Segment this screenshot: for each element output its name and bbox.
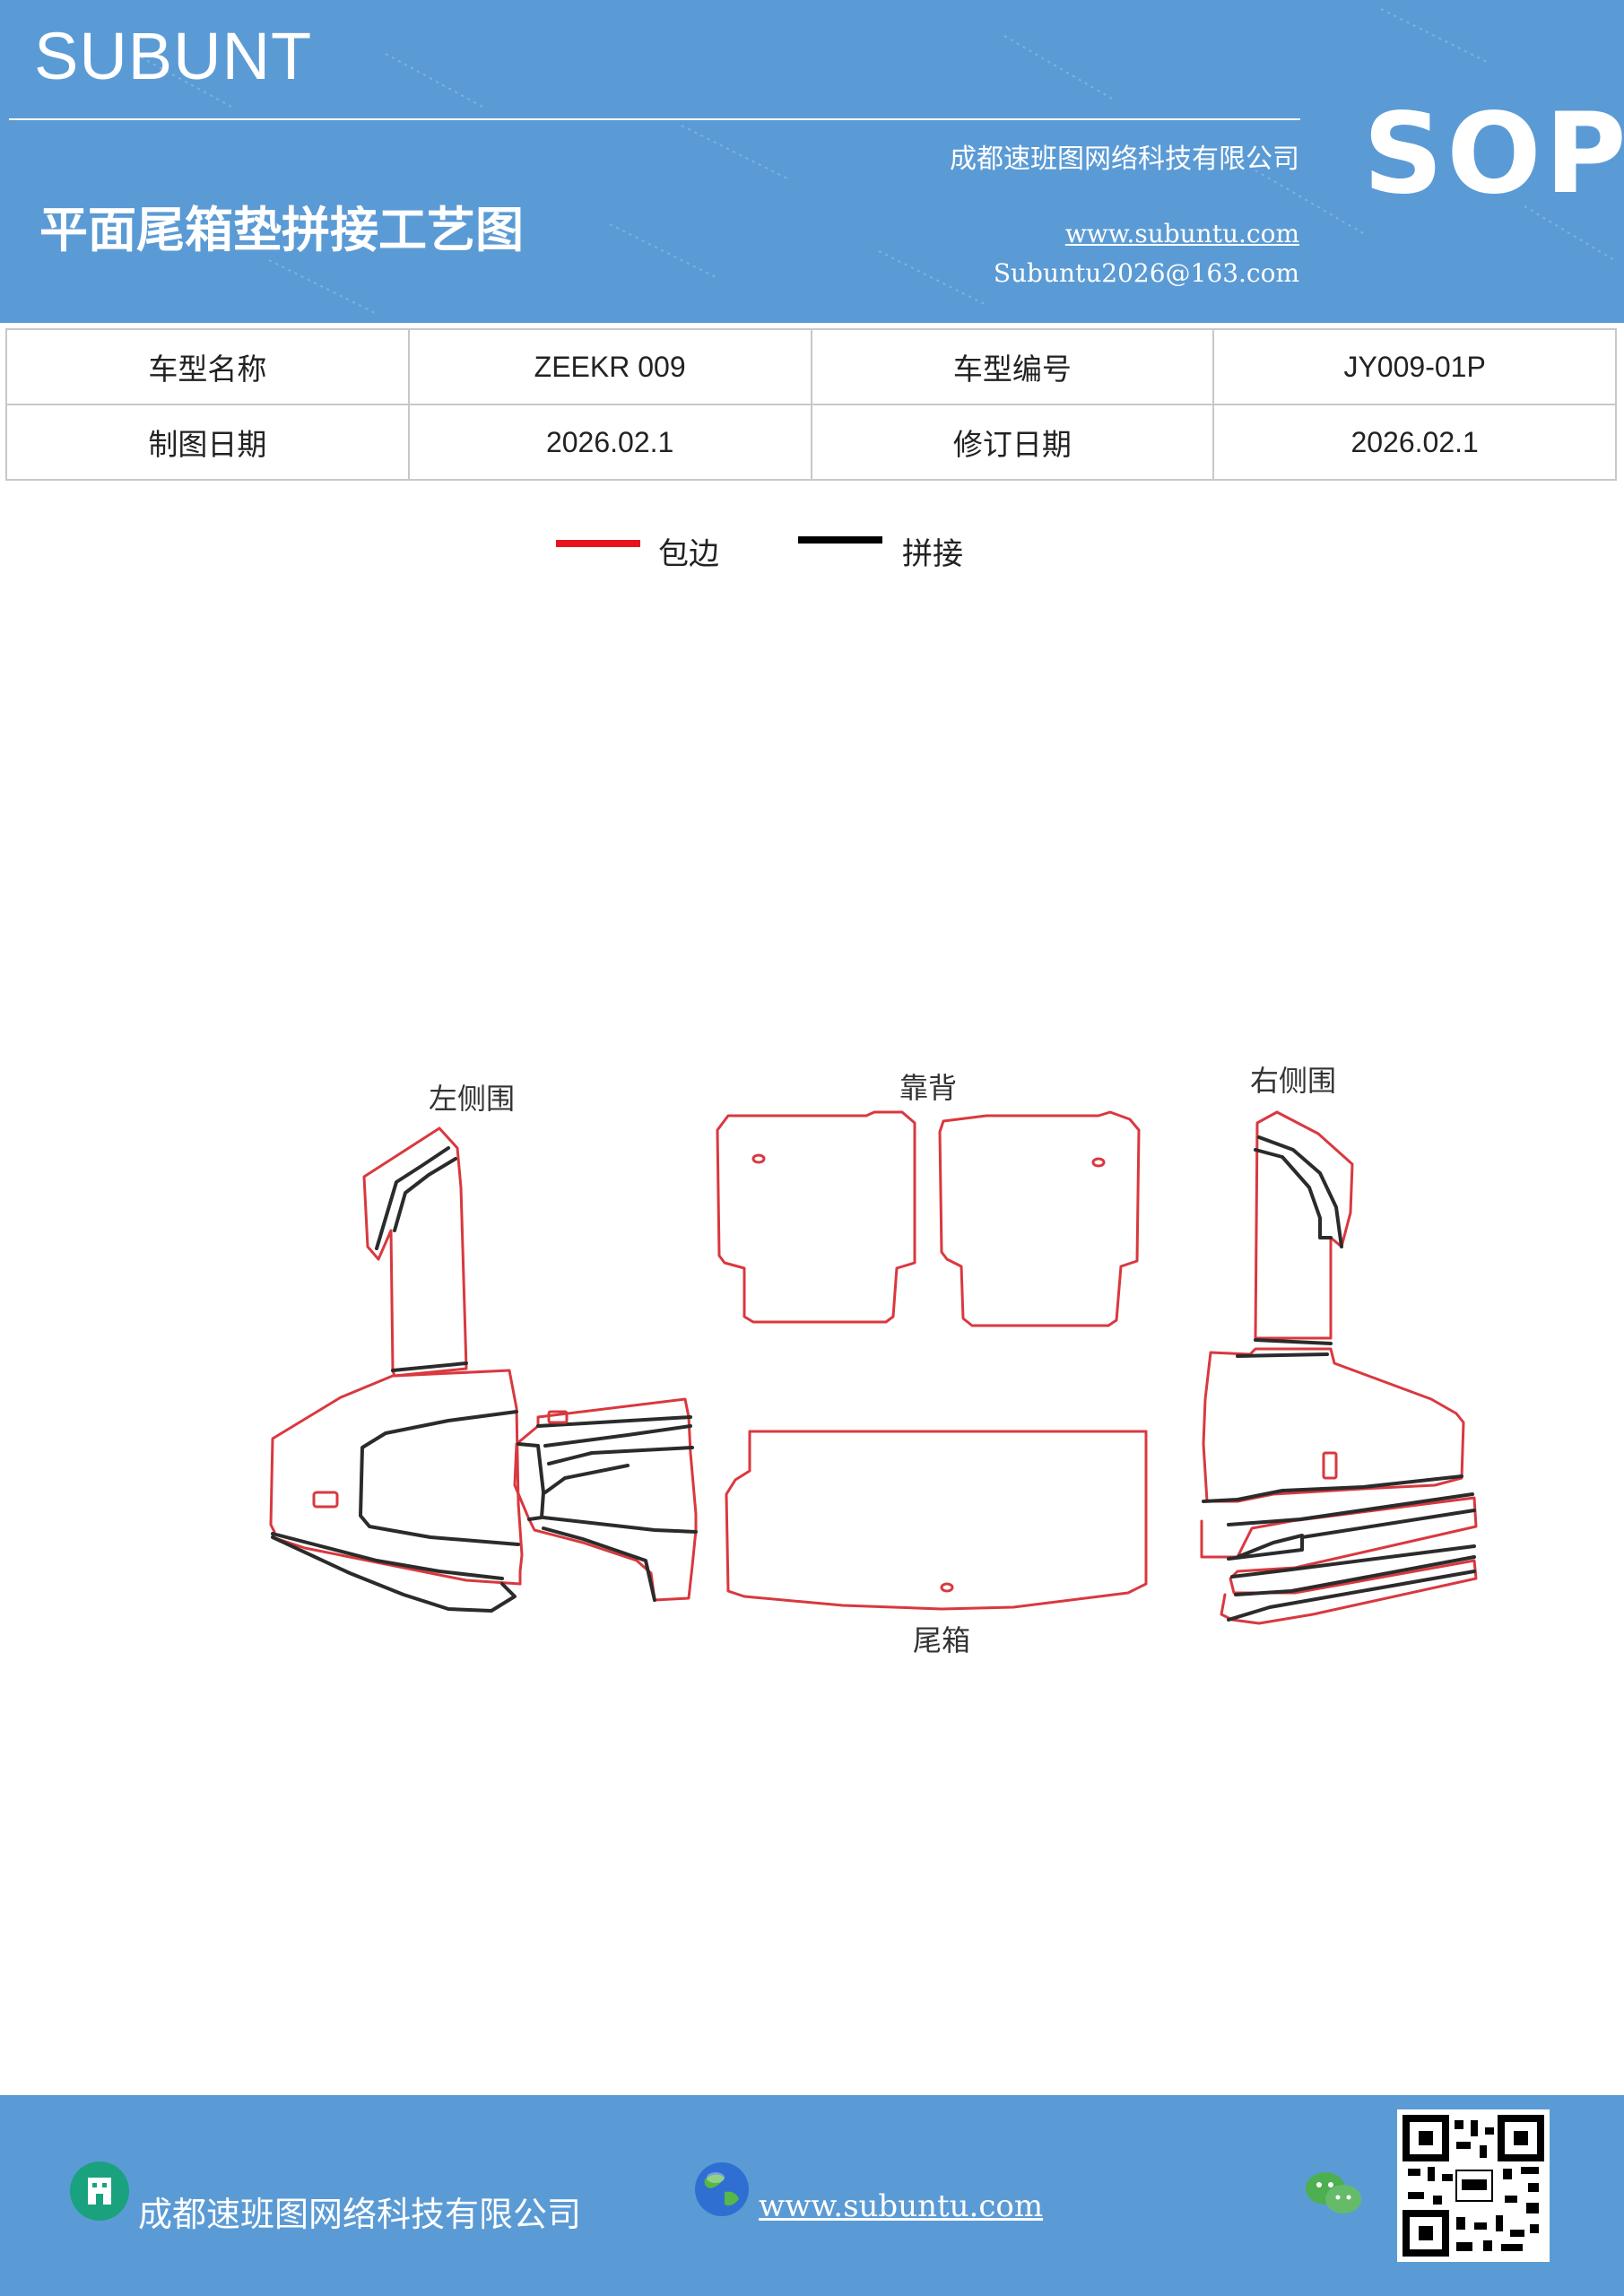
backrest-label: 靠背 <box>899 1071 958 1105</box>
left-side-front-slot <box>547 1410 569 1424</box>
wechat-icon <box>1302 2167 1365 2221</box>
company-name: 成都速班图网络科技有限公司 <box>950 144 1299 175</box>
revise-date-label: 修订日期 <box>810 404 1215 481</box>
left-side-lower-join <box>271 1410 520 1613</box>
draw-date-value: 2026.02.1 <box>407 404 812 481</box>
table-row: 制图日期 2026.02.1 修订日期 2026.02.1 <box>5 404 1617 481</box>
join-legend-swatch <box>798 536 882 544</box>
right-side-lower-join <box>1202 1352 1463 1503</box>
right-side-bottom-strips <box>1200 1496 1478 1625</box>
backrest-left-panel <box>716 1110 916 1324</box>
model-name-label: 车型名称 <box>5 328 410 405</box>
footer-website-link[interactable]: www.subuntu.com <box>759 2188 1044 2224</box>
trunk-floor-panel <box>725 1430 1148 1611</box>
revise-date-value: 2026.02.1 <box>1212 404 1617 481</box>
right-side-label: 右侧围 <box>1250 1064 1337 1098</box>
right-side-bottom-join <box>1227 1492 1476 1622</box>
mat-pieces-svg <box>269 1110 1478 1625</box>
building-icon <box>70 2161 129 2221</box>
left-side-top-join <box>375 1146 468 1372</box>
backrest-right-hole <box>1091 1157 1106 1168</box>
model-code-label: 车型编号 <box>810 328 1215 405</box>
left-side-slot <box>312 1491 339 1509</box>
qr-code <box>1397 2109 1550 2262</box>
brand-name: SUBUNT <box>34 19 313 93</box>
header-divider <box>9 118 1300 120</box>
model-code-value: JY009-01P <box>1212 328 1617 405</box>
mat-layout-diagram: 左侧围 靠背 右侧围 尾箱 <box>0 1058 1624 1686</box>
join-legend-label: 拼接 <box>902 536 963 572</box>
trunk-floor-hole <box>940 1582 954 1593</box>
footer-company-name: 成都速班图网络科技有限公司 <box>138 2195 582 2234</box>
left-side-front-join <box>517 1415 698 1602</box>
left-side-lower-body <box>269 1369 524 1586</box>
model-name-value: ZEEKR 009 <box>407 328 812 405</box>
trunk-label: 尾箱 <box>913 1623 971 1657</box>
right-side-top-strip <box>1254 1110 1354 1340</box>
legend: 包边 拼接 <box>0 520 1624 574</box>
edge-legend-swatch <box>556 540 640 547</box>
vehicle-info-table: 车型名称 ZEEKR 009 车型编号 JY009-01P 制图日期 2026.… <box>5 328 1617 481</box>
backrest-left-hole <box>751 1153 766 1164</box>
sop-mark: SOP <box>1363 90 1624 219</box>
edge-legend-label: 包边 <box>658 536 719 572</box>
globe-icon <box>692 2160 751 2219</box>
website-link[interactable]: www.subuntu.com <box>1064 219 1299 248</box>
table-row: 车型名称 ZEEKR 009 车型编号 JY009-01P <box>5 328 1617 405</box>
page-title: 平面尾箱垫拼接工艺图 <box>39 201 524 258</box>
backrest-right-panel <box>938 1110 1141 1327</box>
page-header: SUBUNT 成都速班图网络科技有限公司 SOP 平面尾箱垫拼接工艺图 www.… <box>0 0 1624 323</box>
draw-date-label: 制图日期 <box>5 404 410 481</box>
left-side-label: 左侧围 <box>429 1082 516 1116</box>
right-side-slot <box>1322 1451 1338 1480</box>
left-side-top-strip <box>362 1126 468 1378</box>
right-side-top-join <box>1254 1135 1343 1345</box>
email-address: Subuntu2026@163.com <box>993 258 1299 288</box>
page-footer: 成都速班图网络科技有限公司 www.subuntu.com <box>0 2095 1624 2296</box>
